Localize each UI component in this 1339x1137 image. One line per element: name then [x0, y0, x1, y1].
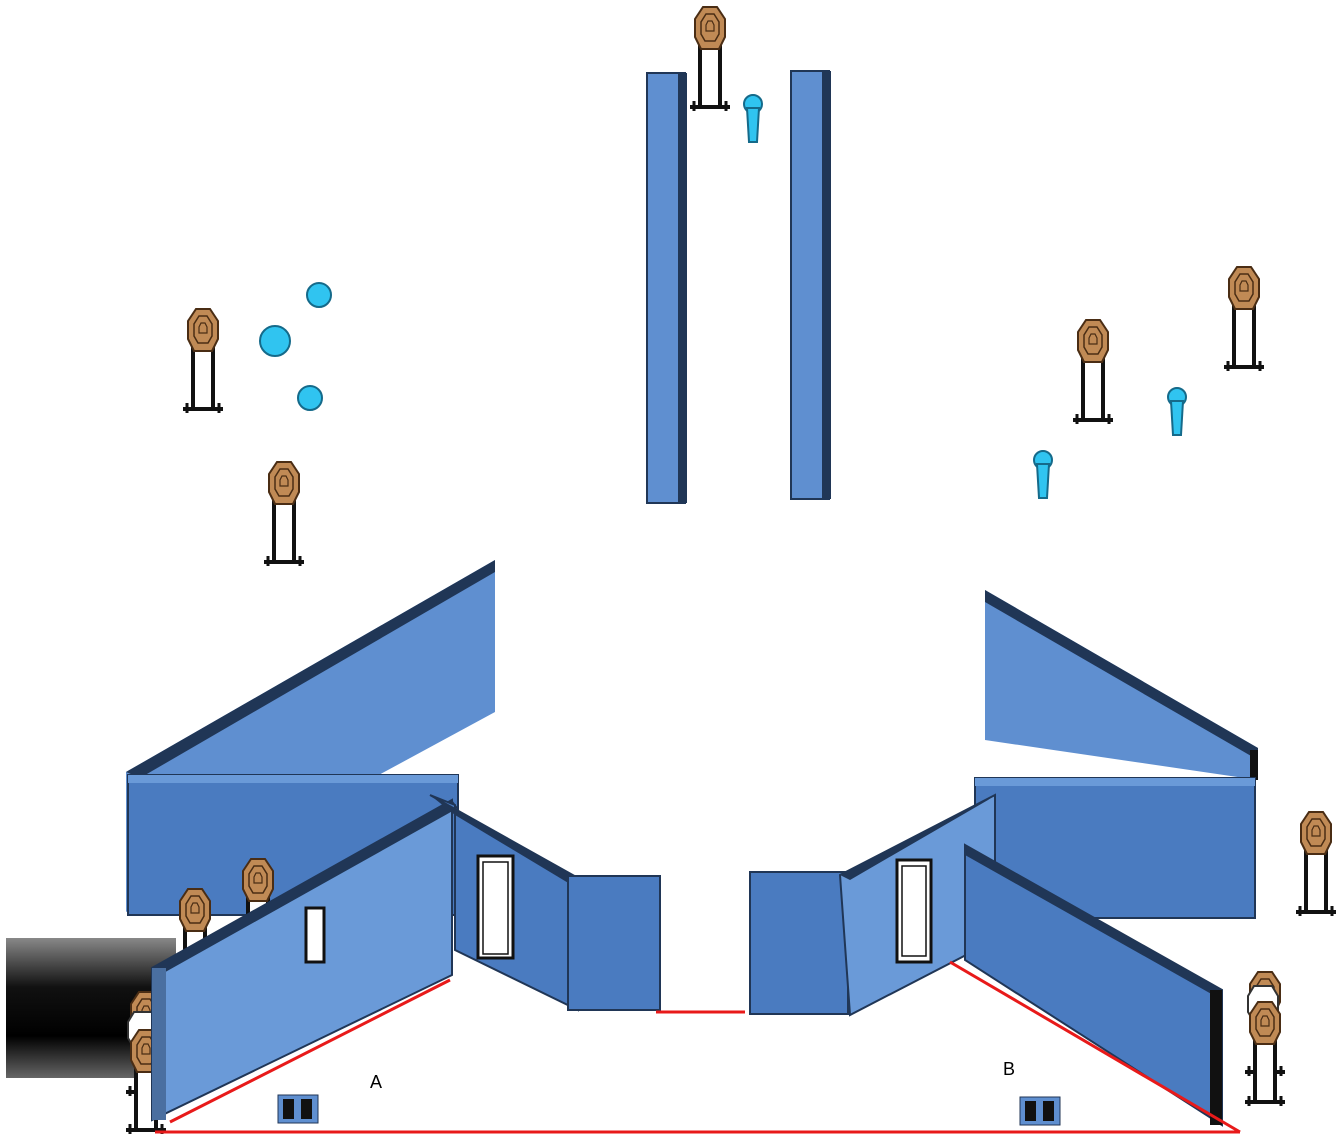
lane-wall-left [646, 72, 687, 504]
start-position-icon [1019, 1096, 1061, 1126]
wall-right-front [964, 843, 1223, 1127]
wall-right-block [749, 871, 849, 1015]
target-on-stand-icon [181, 307, 225, 415]
shooting-area-boundary [155, 960, 1241, 1134]
target-on-stand-icon [1071, 318, 1115, 426]
wall-left-front [151, 798, 458, 1122]
window-opening-icon [476, 854, 515, 960]
wall-left-block [567, 875, 661, 1011]
steel-popper-icon [1167, 387, 1187, 436]
target-on-stand-icon [1294, 810, 1338, 918]
lane-wall-right [790, 70, 831, 500]
steel-popper-icon [743, 94, 763, 143]
steel-plate-icon [297, 385, 323, 411]
steel-plate-icon [306, 282, 332, 308]
target-on-stand-icon [688, 5, 732, 113]
wall-right-diagonal [985, 590, 1258, 780]
window-opening-icon [304, 906, 326, 964]
start-position-icon [277, 1094, 319, 1124]
target-on-stand-icon [1222, 265, 1266, 373]
steel-popper-icon [1033, 450, 1053, 499]
target-on-stand-icon [262, 460, 306, 568]
position-label-a: A [370, 1072, 382, 1092]
steel-plate-icon [259, 325, 291, 357]
target-cluster-right [1243, 970, 1287, 1108]
position-label-b: B [1003, 1059, 1015, 1079]
